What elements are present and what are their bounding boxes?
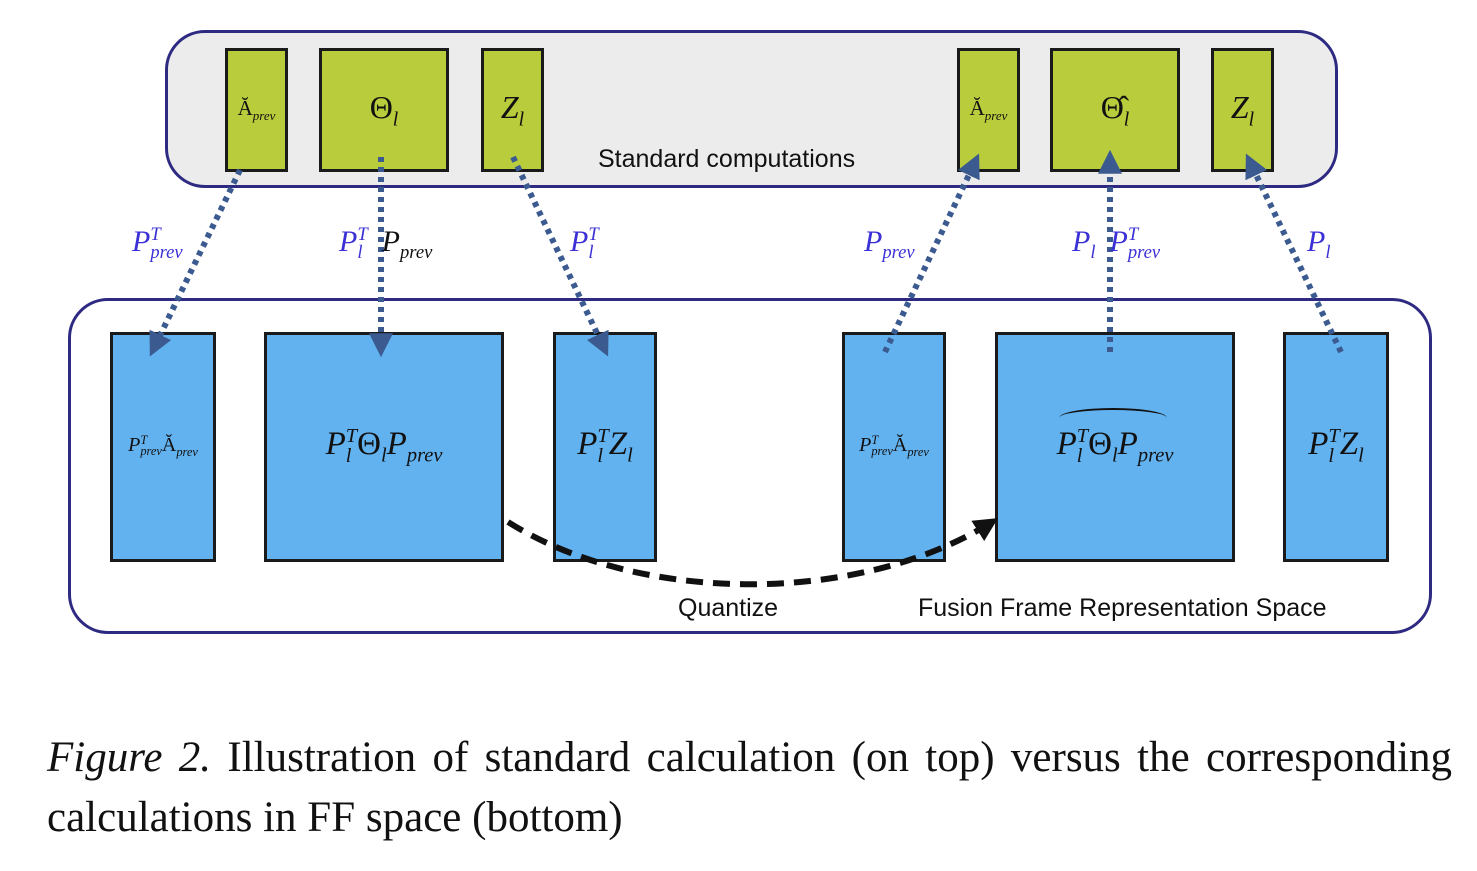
top-box-a-prev: Ăprev [225, 48, 288, 172]
standard-computations-label: Standard computations [598, 145, 856, 173]
top-box-z: Zl [481, 48, 544, 172]
top-box-theta-hat: Θ̂l [1050, 48, 1180, 172]
quantized-hat-mark [1058, 408, 1168, 428]
caption-text: Illustration of standard calculation (on… [47, 734, 1453, 841]
top-box-theta-hat-label: Θ̂l [1100, 88, 1130, 131]
projection-label-a-prev-back: Pprev [864, 225, 915, 263]
projection-label-z-back: Pl [1307, 225, 1331, 263]
quantize-label: Quantize [678, 594, 779, 622]
top-box-z-right-label: Zl [1230, 88, 1255, 131]
top-box-a-prev-right: Ăprev [957, 48, 1020, 172]
top-box-a-prev-label: Ăprev [237, 95, 276, 124]
quantize-arrow [506, 518, 999, 588]
top-box-a-prev-right-label: Ăprev [969, 95, 1008, 124]
top-box-theta-label: Θl [369, 88, 399, 131]
top-box-z-label: Zl [500, 88, 525, 131]
figure-label: Figure 2. [47, 734, 212, 781]
arrow-a-prev-down [149, 168, 243, 357]
fusion-frame-label: Fusion Frame Representation Space [918, 594, 1327, 622]
figure-caption: Figure 2. Illustration of standard calcu… [47, 728, 1452, 848]
top-box-z-right: Zl [1211, 48, 1274, 172]
